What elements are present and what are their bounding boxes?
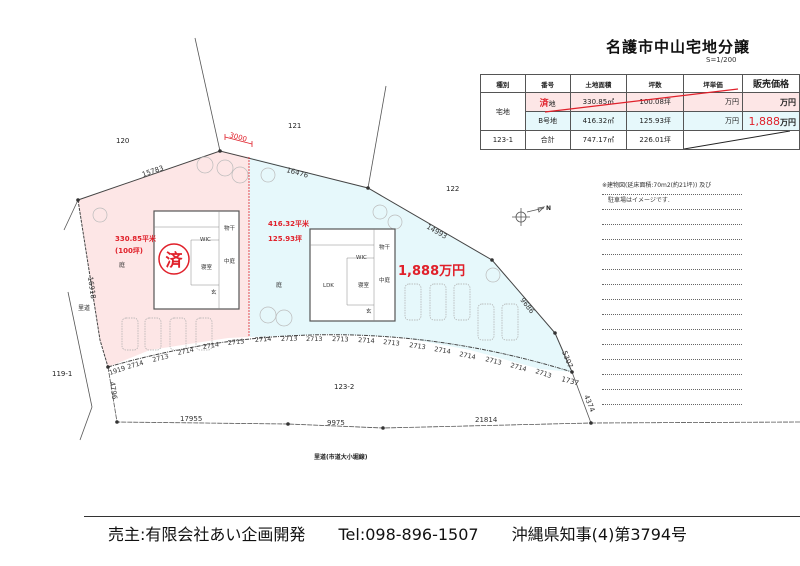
svg-text:2713: 2713	[306, 335, 323, 343]
seller-name: 売主:有限会社あい企画開発	[108, 525, 306, 544]
note-line	[602, 375, 742, 390]
svg-text:122: 122	[446, 185, 459, 193]
cell-total-area: 747.17㎡	[569, 130, 628, 150]
svg-text:庭: 庭	[119, 261, 125, 269]
svg-text:物干: 物干	[379, 243, 391, 251]
svg-text:寝室: 寝室	[201, 263, 213, 271]
license-number: 沖縄県知事(4)第3794号	[511, 525, 688, 544]
svg-text:物干: 物干	[224, 224, 236, 232]
svg-text:21814: 21814	[475, 416, 498, 424]
cell-unit-price: 万円	[683, 92, 743, 112]
svg-text:2714: 2714	[255, 335, 272, 344]
svg-text:119-1: 119-1	[52, 370, 72, 378]
svg-text:17955: 17955	[180, 415, 202, 423]
svg-text:LDK: LDK	[323, 283, 334, 289]
table-header-row: 種別 番号 土地面積 坪数 坪単価 販売価格	[480, 74, 800, 93]
note-line: 駐車場はイメージです.	[602, 195, 742, 210]
svg-text:2714: 2714	[434, 345, 452, 356]
svg-text:2713: 2713	[383, 338, 400, 348]
house-a-floorplan	[153, 210, 240, 310]
sold-stamp: 済	[166, 250, 184, 271]
cell-total-label: 合計	[524, 130, 571, 150]
scale-label: S=1/200	[706, 56, 737, 64]
svg-text:玄: 玄	[366, 307, 372, 315]
header-type: 種別	[480, 74, 526, 93]
svg-text:123-2: 123-2	[334, 383, 354, 391]
svg-text:16918: 16918	[86, 276, 97, 299]
cell-empty	[683, 130, 800, 150]
svg-text:2714: 2714	[459, 350, 477, 361]
sold-mark: 済	[539, 98, 549, 109]
svg-text:WIC: WIC	[200, 237, 211, 243]
svg-text:2714: 2714	[358, 336, 375, 345]
svg-text:2713: 2713	[409, 341, 426, 351]
tree-icons	[92, 156, 501, 327]
svg-text:WIC: WIC	[356, 255, 367, 261]
table-total-row: 123-1 合計 747.17㎡ 226.01坪	[480, 130, 800, 150]
lot-a-area-m2: 330.85平米	[115, 234, 157, 243]
note-line	[602, 330, 742, 345]
site-boundary	[77, 150, 573, 373]
svg-text:2713: 2713	[332, 335, 349, 344]
cell-unit-price: 万円	[683, 111, 743, 131]
svg-text:2713: 2713	[152, 352, 170, 364]
svg-text:2713: 2713	[281, 334, 298, 343]
svg-text:9975: 9975	[327, 419, 345, 427]
svg-text:寝室: 寝室	[358, 281, 370, 289]
svg-text:121: 121	[288, 122, 301, 130]
footer-divider	[84, 516, 800, 517]
note-line	[602, 360, 742, 375]
sold-stamp-icon	[158, 243, 190, 275]
note-line	[602, 390, 742, 405]
cell-tsubo: 125.93坪	[626, 111, 685, 131]
arc-boundary	[107, 334, 573, 373]
svg-text:2714: 2714	[202, 340, 220, 350]
svg-text:4796: 4796	[108, 381, 118, 400]
svg-text:120: 120	[116, 137, 129, 145]
svg-text:1737: 1737	[560, 375, 579, 387]
svg-text:2713: 2713	[227, 337, 244, 347]
svg-text:N: N	[546, 205, 551, 212]
svg-text:中庭: 中庭	[379, 276, 391, 284]
note-line	[602, 300, 742, 315]
dim-setback: 3000	[228, 131, 247, 143]
cell-lot-id: 123-1	[480, 130, 526, 150]
west-road-label: 里道	[78, 304, 90, 312]
footer: 売主:有限会社あい企画開発 Tel:098-896-1507 沖縄県知事(4)第…	[108, 521, 687, 545]
diagonal-strike	[684, 131, 791, 149]
lot-a-area-tsubo: (100坪)	[115, 246, 143, 255]
lot-b-area-m2: 416.32平米	[268, 219, 310, 228]
svg-text:2714: 2714	[177, 346, 195, 357]
svg-text:中庭: 中庭	[224, 257, 236, 265]
parking-cars	[121, 283, 519, 351]
svg-text:庭: 庭	[276, 281, 282, 289]
note-line	[602, 315, 742, 330]
note-line	[602, 285, 742, 300]
note-line	[602, 225, 742, 240]
page-title: 名護市中山宅地分譲	[606, 38, 751, 56]
house-b-floorplan	[309, 228, 396, 322]
svg-text:2714: 2714	[126, 359, 144, 371]
north-arrow-icon	[512, 206, 546, 226]
notes-list: ※建物図(延床面積:70m2(約21坪)) 及び 駐車場はイメージです.	[602, 180, 742, 405]
cell-total-tsubo: 226.01坪	[626, 130, 685, 150]
note-line	[602, 240, 742, 255]
svg-text:玄: 玄	[211, 288, 217, 296]
west-boundary	[77, 199, 109, 368]
note-line	[602, 255, 742, 270]
lot-b-area-tsubo: 125.93坪	[268, 234, 302, 243]
note-line	[602, 210, 742, 225]
note-line	[602, 270, 742, 285]
svg-text:2713: 2713	[485, 355, 503, 367]
phone-number: Tel:098-896-1507	[338, 525, 479, 544]
note-line: ※建物図(延床面積:70m2(約21坪)) 及び	[602, 180, 742, 195]
svg-text:4374: 4374	[582, 394, 596, 414]
lot-b-price: 1,888万円	[398, 264, 465, 279]
south-road-label: 里道(市道大小堀線)	[314, 453, 368, 461]
note-line	[602, 345, 742, 360]
